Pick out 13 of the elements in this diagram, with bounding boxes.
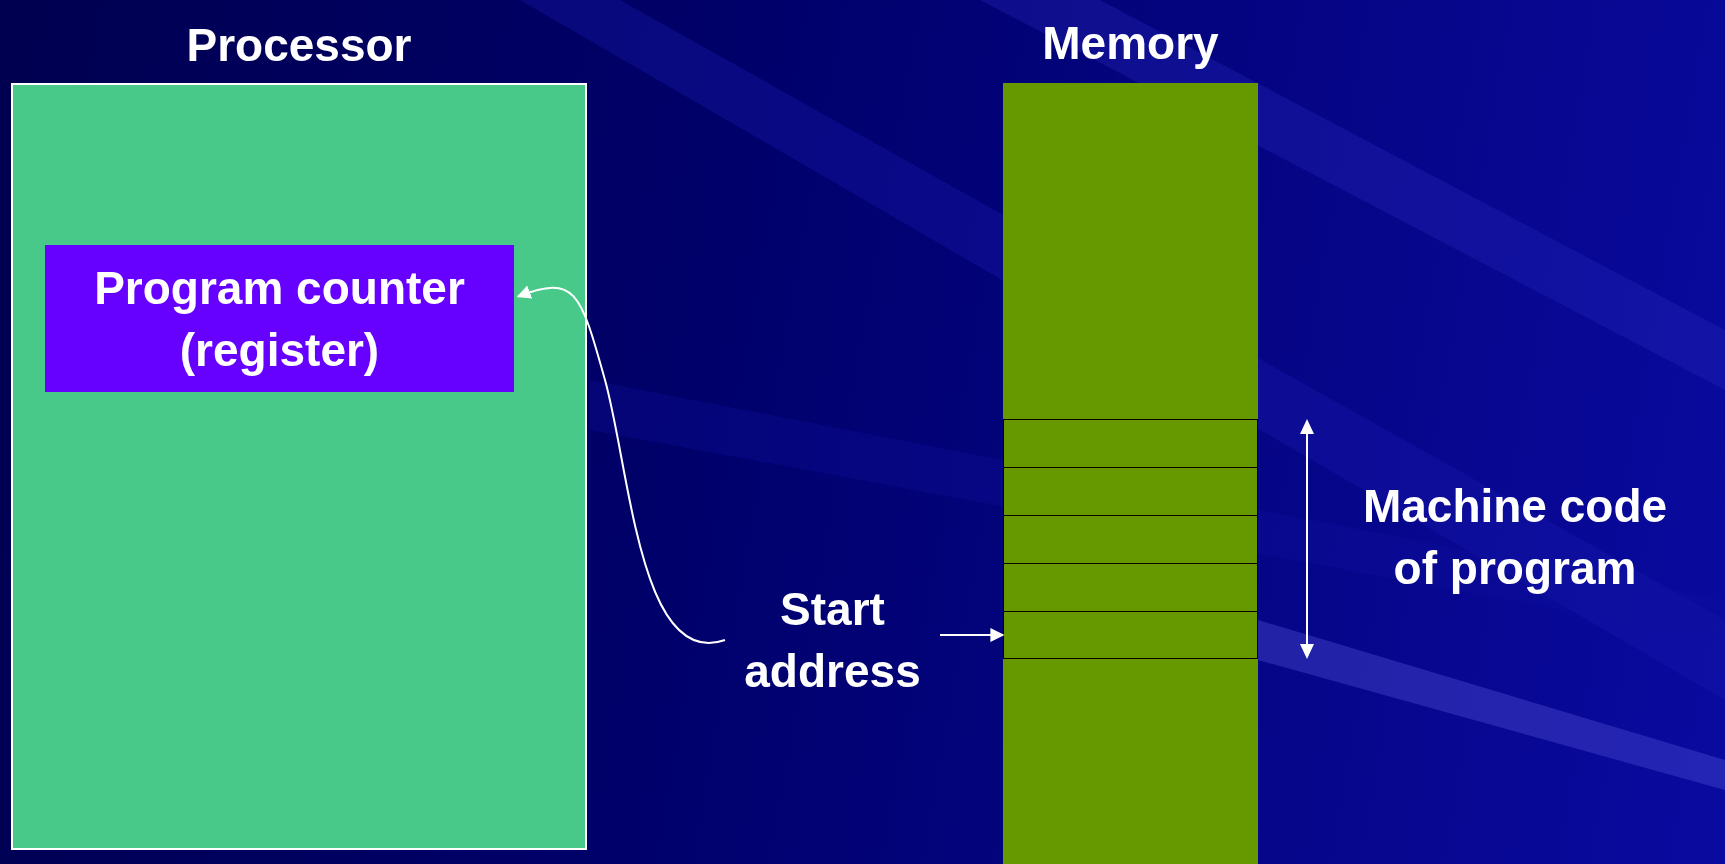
memory-cell <box>1003 515 1258 563</box>
heading: Processor <box>185 18 413 73</box>
memory-cell <box>1003 563 1258 611</box>
register-label: Program counter (register) <box>93 260 466 378</box>
heading: Memory <box>1041 16 1220 71</box>
memory-cell <box>1003 467 1258 515</box>
memory-cell <box>1003 419 1258 467</box>
memory-cell <box>1003 611 1258 659</box>
arrow <box>939 628 1005 642</box>
register-box <box>45 245 514 392</box>
annotation-text: Machine code of program <box>1361 479 1669 596</box>
arrow <box>516 285 726 644</box>
annotation-text: Start address <box>725 578 940 698</box>
